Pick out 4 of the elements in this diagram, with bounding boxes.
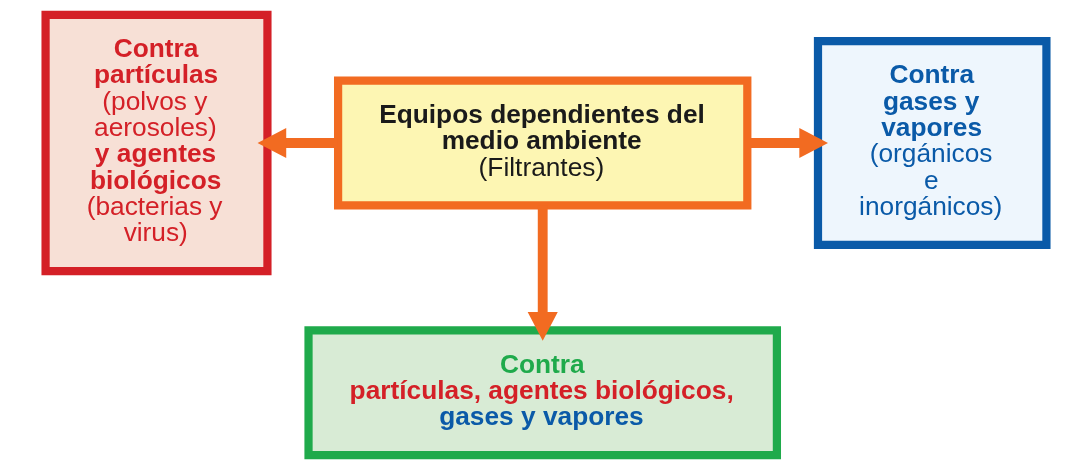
node-box: Contra gases y vapores (orgánicos e inorgánicos): [813, 36, 1051, 249]
node-box: Equipos dependientes del medio ambiente (Filtrantes): [334, 76, 752, 210]
node-box: Contra partículas (polvos y aerosoles) y agentes biológicos (bacterias y virus): [41, 10, 272, 276]
node-box: Contra partículas, agentes biológicos, gases y vapores: [304, 326, 781, 460]
